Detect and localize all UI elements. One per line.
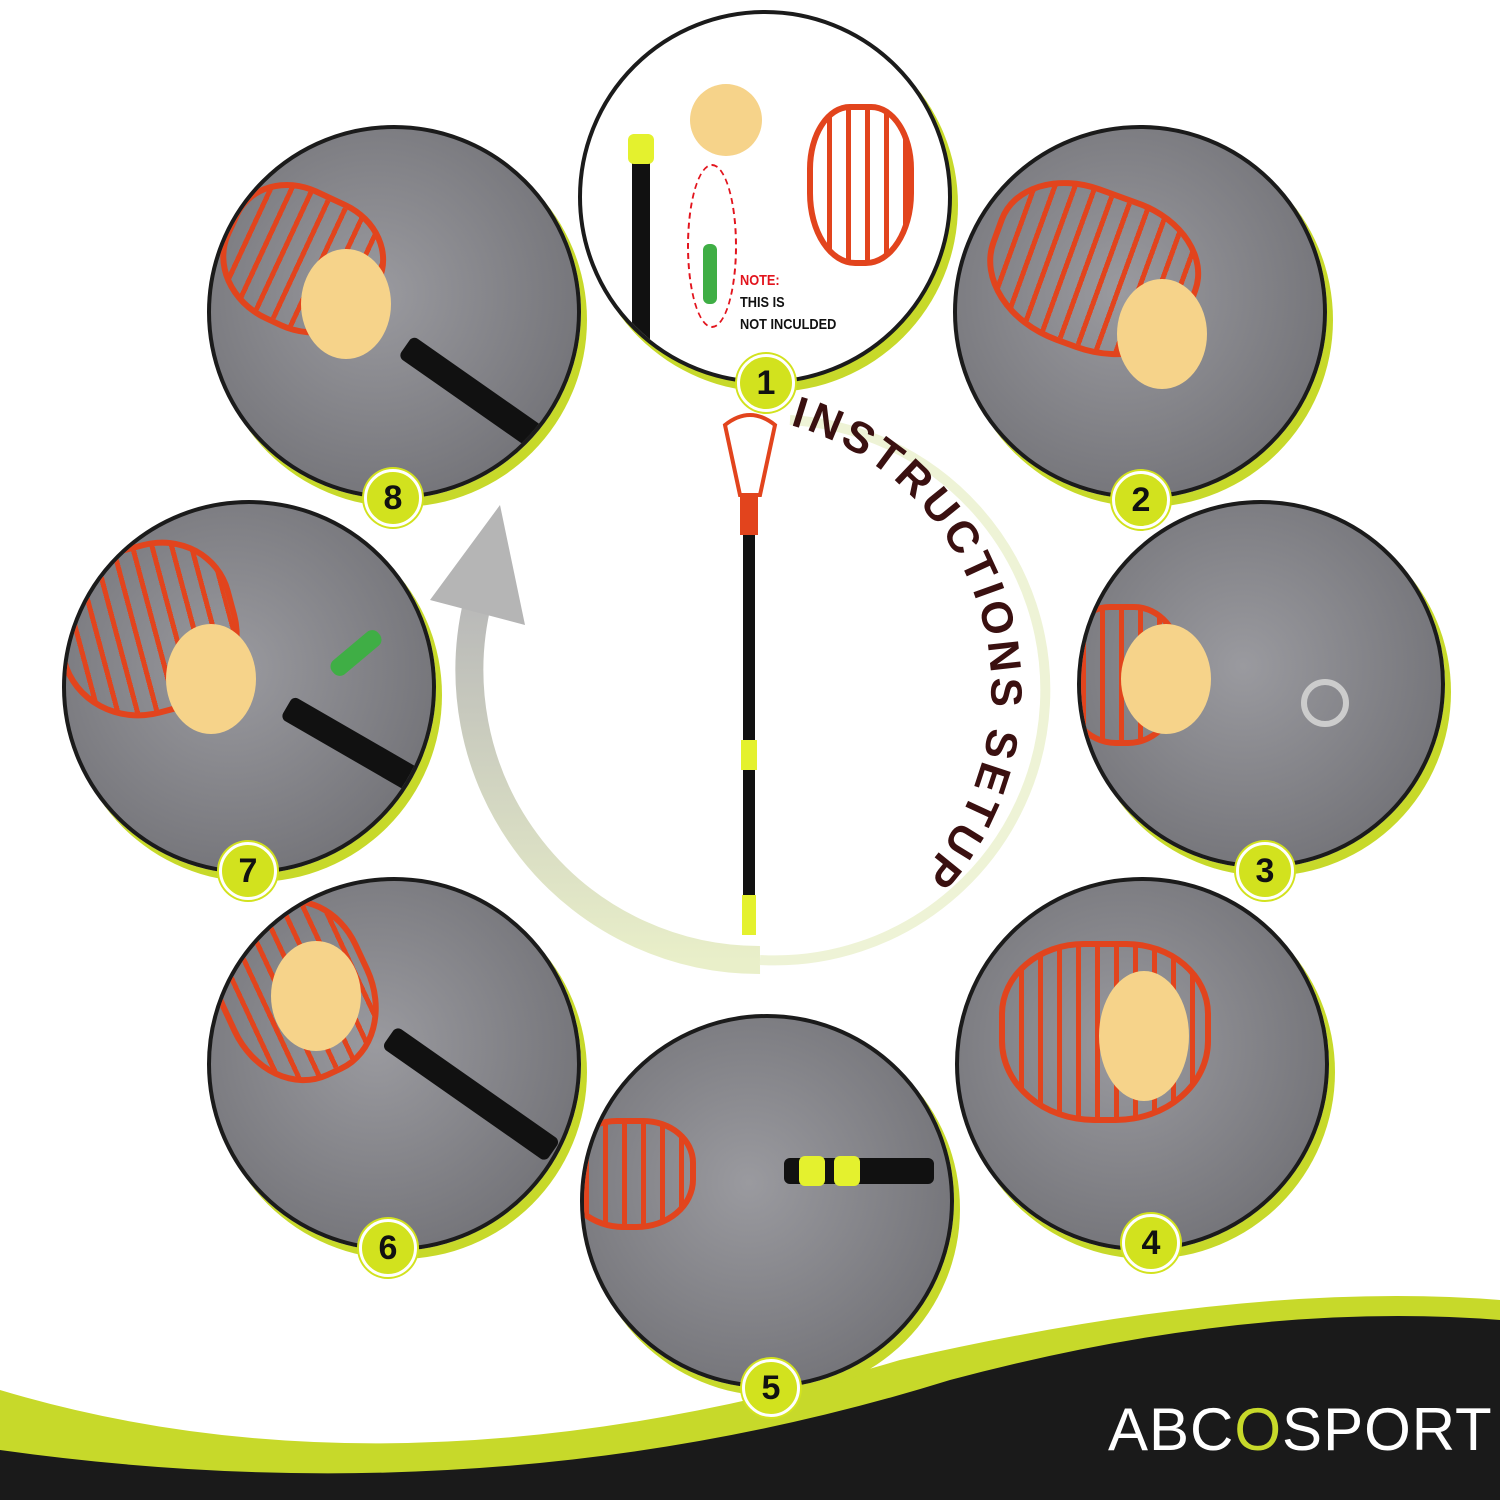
step-4-photo bbox=[955, 877, 1329, 1251]
sponge-icon bbox=[690, 84, 762, 156]
step-badge-3: 3 bbox=[1236, 842, 1294, 900]
product-fruit-picker bbox=[722, 413, 778, 935]
rotation-arrow bbox=[455, 596, 761, 975]
brand-logo: ABCOSPORT bbox=[1108, 1396, 1493, 1463]
title-text-path: INSTRUCTIONS SETUP bbox=[787, 388, 1026, 901]
step-badge-6: 6 bbox=[359, 1219, 417, 1277]
not-included-note: NOTE: THIS IS NOT INCULDED bbox=[740, 270, 836, 336]
step-8-photo bbox=[207, 125, 581, 499]
step-1-parts bbox=[578, 10, 952, 384]
step-5-photo bbox=[580, 1014, 954, 1388]
step-3-photo bbox=[1077, 500, 1445, 868]
step-badge-4: 4 bbox=[1122, 1214, 1180, 1272]
step-badge-7: 7 bbox=[219, 842, 277, 900]
arrow-head bbox=[430, 505, 525, 625]
note-line-1: THIS IS bbox=[740, 294, 785, 311]
step-badge-5: 5 bbox=[742, 1359, 800, 1417]
step-2-photo bbox=[953, 125, 1327, 499]
black-wave bbox=[0, 1316, 1500, 1500]
step-badge-1: 1 bbox=[737, 354, 795, 412]
step-badge-2: 2 bbox=[1112, 471, 1170, 529]
step-badge-8: 8 bbox=[364, 469, 422, 527]
note-label: NOTE: bbox=[740, 272, 780, 289]
step-7-photo bbox=[62, 500, 436, 874]
screwdriver-outline bbox=[687, 164, 737, 328]
step-6-photo bbox=[207, 877, 581, 1251]
title-text: INSTRUCTIONS SETUP bbox=[787, 388, 1030, 901]
screwdriver-icon bbox=[703, 244, 717, 304]
note-line-2: NOT INCULDED bbox=[740, 316, 837, 333]
title-arc bbox=[759, 415, 1051, 966]
